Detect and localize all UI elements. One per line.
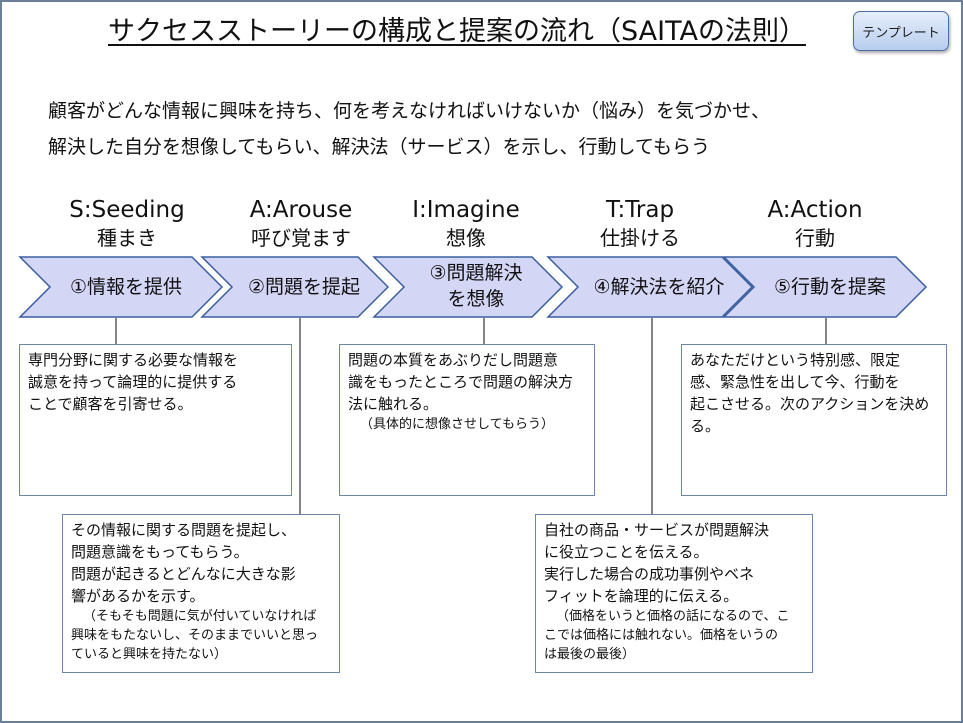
description-line: その情報に関する問題を提起し、 — [71, 521, 297, 539]
description-line: 実行した場合の成功事例やベネ — [544, 565, 755, 583]
chevron-arrow-2 — [200, 256, 390, 318]
description-note: は最後の最後） — [544, 647, 636, 662]
description-line: 識をもったところで問題の解決方 — [348, 373, 574, 391]
description-line: 問題意識をもってもらう。 — [71, 543, 249, 561]
description-line: 問題の本質をあぶりだし問題意 — [348, 351, 559, 369]
description-box-imagine: 問題の本質をあぶりだし問題意 識をもったところで問題の解決方 法に触れる。 （具… — [339, 344, 595, 496]
description-box-trap: 自社の商品・サービスが問題解決 に役立つことを伝える。 実行した場合の成功事例や… — [535, 514, 813, 673]
description-box-seeding: 専門分野に関する必要な情報を 誠意を持って論理的に提供する ことで顧客を引寄せる… — [19, 344, 292, 496]
stage-heading-en: I:Imagine — [412, 197, 520, 223]
arrow-label-3: ③問題解決 を想像 — [400, 260, 552, 312]
stage-heading-en: T:Trap — [605, 197, 675, 223]
stage-heading-jp: 仕掛ける — [600, 226, 680, 250]
arrow-label-4: ④解決法を紹介 — [593, 276, 725, 298]
description-box-action: あなただけという特別感、限定 感、緊急性を出して今、行動を 起こさせる。次のアク… — [681, 344, 947, 496]
description-line: 誠意を持って論理的に提供する — [28, 373, 238, 391]
arrow-label-3-line2: を想像 — [447, 288, 505, 310]
intro-line-1: 顧客がどんな情報に興味を持ち、何を考えなければいけないか（悩み）を気づかせ、 — [48, 100, 771, 122]
intro-line-2: 解決した自分を想像してもらい、解決法（サービス）を示し、行動してもらう — [48, 136, 710, 158]
description-line: 自社の商品・サービスが問題解決 — [544, 521, 770, 539]
stage-heading-en: A:Action — [767, 197, 863, 223]
page-title: サクセスストーリーの構成と提案の流れ（SAITAの法則） — [108, 16, 806, 47]
description-box-arouse: その情報に関する問題を提起し、 問題意識をもってもらう。 問題が起きるとどんなに… — [62, 514, 340, 673]
description-note: （そもそも問題に気が付いていなければ — [83, 609, 317, 624]
description-line: 起こさせる。次のアクションを決め — [690, 395, 930, 413]
stage-heading-jp: 種まき — [97, 226, 157, 250]
chevron-arrow-4 — [546, 256, 754, 318]
arrow-label-2: ②問題を提起 — [247, 276, 361, 298]
description-note: こでは価格には触れない。価格をいうの — [544, 628, 779, 643]
description-line: 感、緊急性を出して今、行動を — [690, 373, 900, 391]
chevron-arrow-3 — [372, 256, 564, 318]
stage-heading-seeding: S:Seeding 種まき — [42, 196, 212, 252]
description-line: ことで顧客を引寄せる。 — [28, 395, 193, 413]
description-line: 問題が起きるとどんなに大きな影 — [71, 565, 296, 583]
arrow-label-1: ①情報を提供 — [69, 276, 183, 298]
description-note: 興味をもたないし、そのままでいいと思っ — [71, 628, 319, 643]
chevron-arrow-5 — [722, 256, 928, 318]
description-line: る。 — [690, 417, 721, 435]
chevron-arrow-1 — [18, 256, 224, 318]
description-note: ていると興味を持たない） — [71, 647, 228, 662]
arrow-label-3-line1: ③問題解決 — [429, 262, 523, 284]
template-button[interactable]: テンプレート — [853, 11, 949, 51]
description-line: に役立つことを伝える。 — [544, 543, 709, 561]
description-line: 響があるかを示す。 — [71, 587, 205, 605]
description-line: 法に触れる。 — [348, 395, 439, 413]
arrow-label-5: ⑤行動を提案 — [773, 276, 887, 298]
description-line: 専門分野に関する必要な情報を — [28, 351, 239, 369]
stage-heading-imagine: I:Imagine 想像 — [381, 196, 551, 252]
stage-heading-arouse: A:Arouse 呼び覚ます — [216, 196, 386, 252]
description-line: あなただけという特別感、限定 — [690, 351, 901, 369]
stage-heading-jp: 行動 — [795, 226, 835, 250]
stage-heading-jp: 想像 — [446, 226, 486, 250]
description-line: フィットを論理的に伝える。 — [544, 587, 739, 605]
stage-heading-en: S:Seeding — [69, 197, 185, 223]
stage-heading-jp: 呼び覚ます — [251, 226, 351, 250]
description-note: （価格をいうと価格の話になるので、こ — [556, 609, 790, 624]
description-note: （具体的に想像させしてもらう） — [360, 417, 554, 432]
stage-heading-action: A:Action 行動 — [730, 196, 900, 252]
stage-heading-en: A:Arouse — [249, 197, 353, 223]
stage-heading-trap: T:Trap 仕掛ける — [555, 196, 725, 252]
